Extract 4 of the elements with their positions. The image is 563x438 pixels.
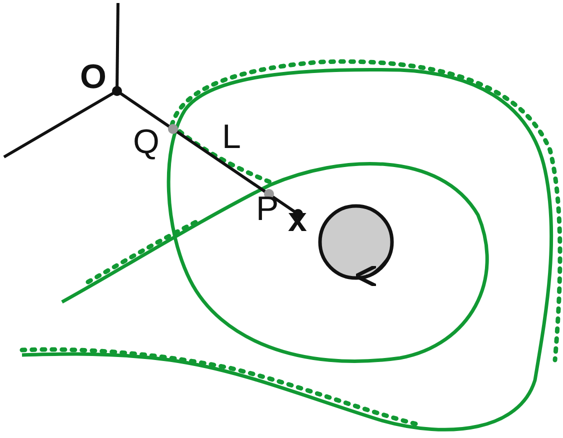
- point-label: O: [80, 60, 106, 94]
- point-label: Q: [133, 125, 160, 159]
- point-label: L: [222, 120, 241, 154]
- point-label: P: [256, 192, 279, 226]
